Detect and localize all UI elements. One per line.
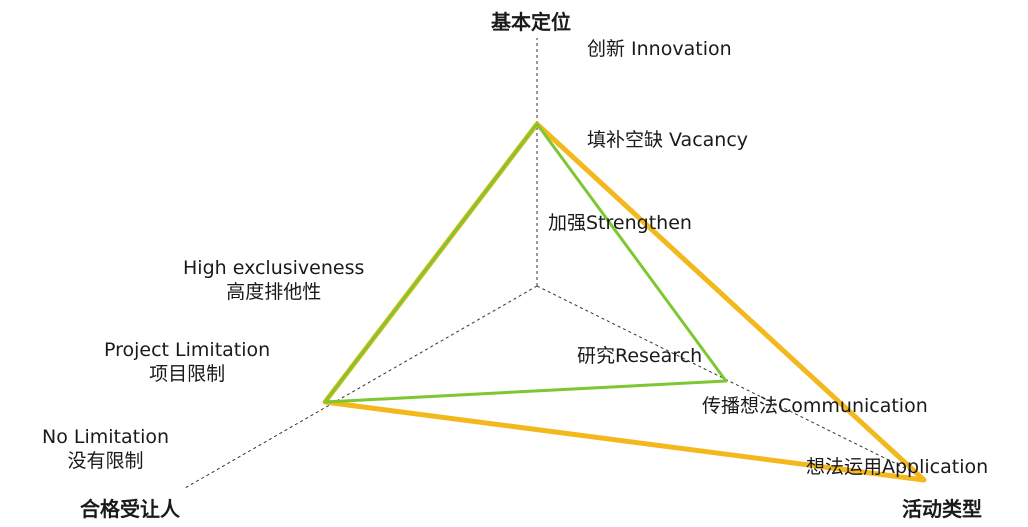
left-level-project-limitation-zh: 项目限制 bbox=[149, 363, 226, 385]
right-level-application: 想法运用Application bbox=[806, 456, 989, 478]
left-level-no-limitation-en: No Limitation bbox=[42, 426, 170, 448]
outer-triangle bbox=[322, 121, 927, 483]
axis-line-right bbox=[536, 285, 926, 479]
inner-triangle bbox=[323, 122, 728, 404]
left-level-project-limitation: Project Limitation 项目限制 bbox=[104, 338, 270, 386]
axis-title-bottom-left: 合格受让人 bbox=[80, 497, 180, 521]
left-level-high-exclusiveness-en: High exclusiveness bbox=[183, 257, 365, 279]
top-level-vacancy: 填补空缺 Vacancy bbox=[587, 129, 749, 151]
right-level-communication: 传播想法Communication bbox=[702, 395, 928, 417]
top-level-strengthen: 加强Strengthen bbox=[548, 212, 692, 234]
top-level-innovation: 创新 Innovation bbox=[587, 38, 732, 60]
right-level-research: 研究Research bbox=[577, 345, 703, 367]
axis-title-top: 基本定位 bbox=[491, 10, 571, 34]
axis-line-left bbox=[184, 285, 538, 489]
left-level-no-limitation-zh: 没有限制 bbox=[67, 450, 144, 472]
left-level-high-exclusiveness: High exclusiveness 高度排他性 bbox=[183, 256, 364, 304]
left-level-high-exclusiveness-zh: 高度排他性 bbox=[226, 281, 322, 303]
left-level-project-limitation-en: Project Limitation bbox=[104, 339, 271, 361]
left-level-no-limitation: No Limitation 没有限制 bbox=[42, 425, 169, 473]
axis-title-bottom-right: 活动类型 bbox=[902, 497, 982, 521]
